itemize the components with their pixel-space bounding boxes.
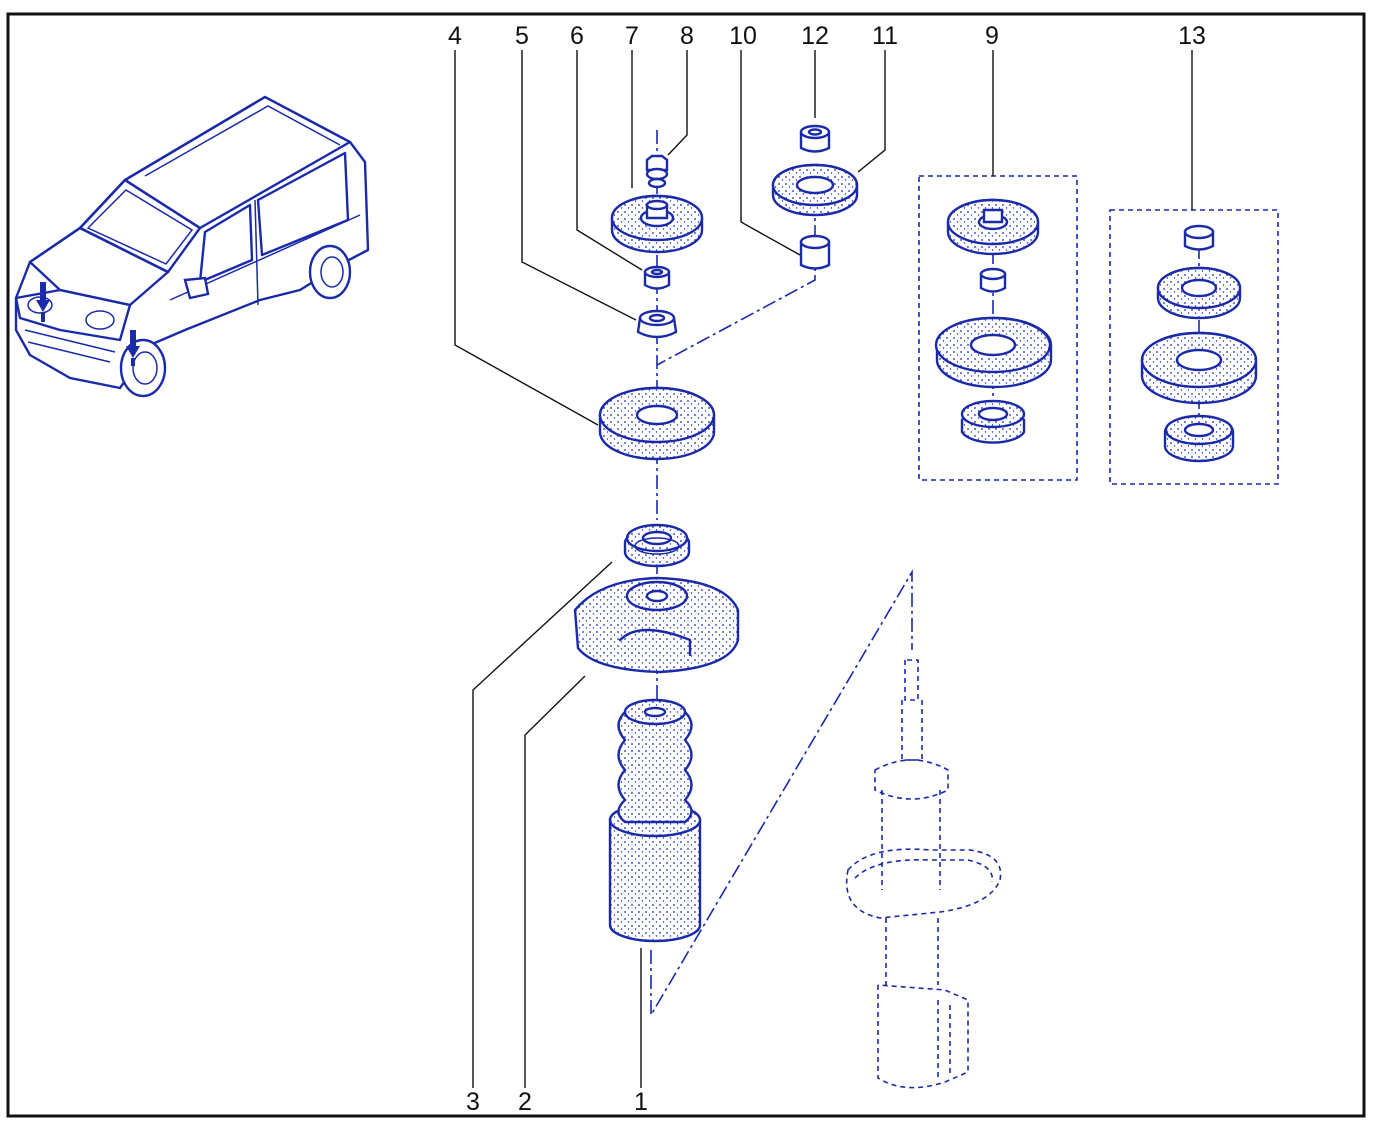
variant-13-kit (1109, 209, 1279, 485)
part-8-cap-nut (645, 154, 669, 189)
callout-1: 1 (634, 1088, 648, 1116)
callout-6: 6 (570, 22, 584, 50)
callout-12: 12 (801, 22, 829, 50)
diagram-frame (6, 12, 1366, 1118)
part-4-rubber-mount (598, 386, 716, 461)
part-7-upper-cup (610, 194, 704, 254)
callout-5: 5 (515, 22, 529, 50)
shock-absorber-reference (846, 659, 1002, 1089)
part-6-nut (643, 265, 671, 290)
front-right-strut-marker (126, 330, 140, 358)
callout-2: 2 (518, 1088, 532, 1116)
front-left-strut-marker (36, 282, 50, 312)
callout-8: 8 (680, 22, 694, 50)
callout-10: 10 (729, 22, 757, 50)
callout-3: 3 (466, 1088, 480, 1116)
part-1-bump-stop (608, 698, 702, 943)
variant-9-kit (918, 175, 1078, 481)
part-10-nut (799, 234, 831, 270)
part-3-bearing (623, 523, 691, 568)
leader-lines (454, 50, 1193, 1088)
part-12-nut (799, 124, 831, 153)
callout-7: 7 (625, 22, 639, 50)
part-11-washer (771, 163, 859, 217)
callout-labels: 4 5 6 7 8 10 12 11 9 13 3 2 1 (448, 22, 1206, 1116)
part-2-spring-seat (573, 576, 740, 674)
callout-4: 4 (448, 22, 462, 50)
callout-11: 11 (872, 22, 898, 50)
vehicle-illustration (14, 95, 370, 398)
callout-13: 13 (1178, 22, 1206, 50)
callout-9: 9 (985, 22, 999, 50)
part-5-spacer (636, 309, 678, 339)
